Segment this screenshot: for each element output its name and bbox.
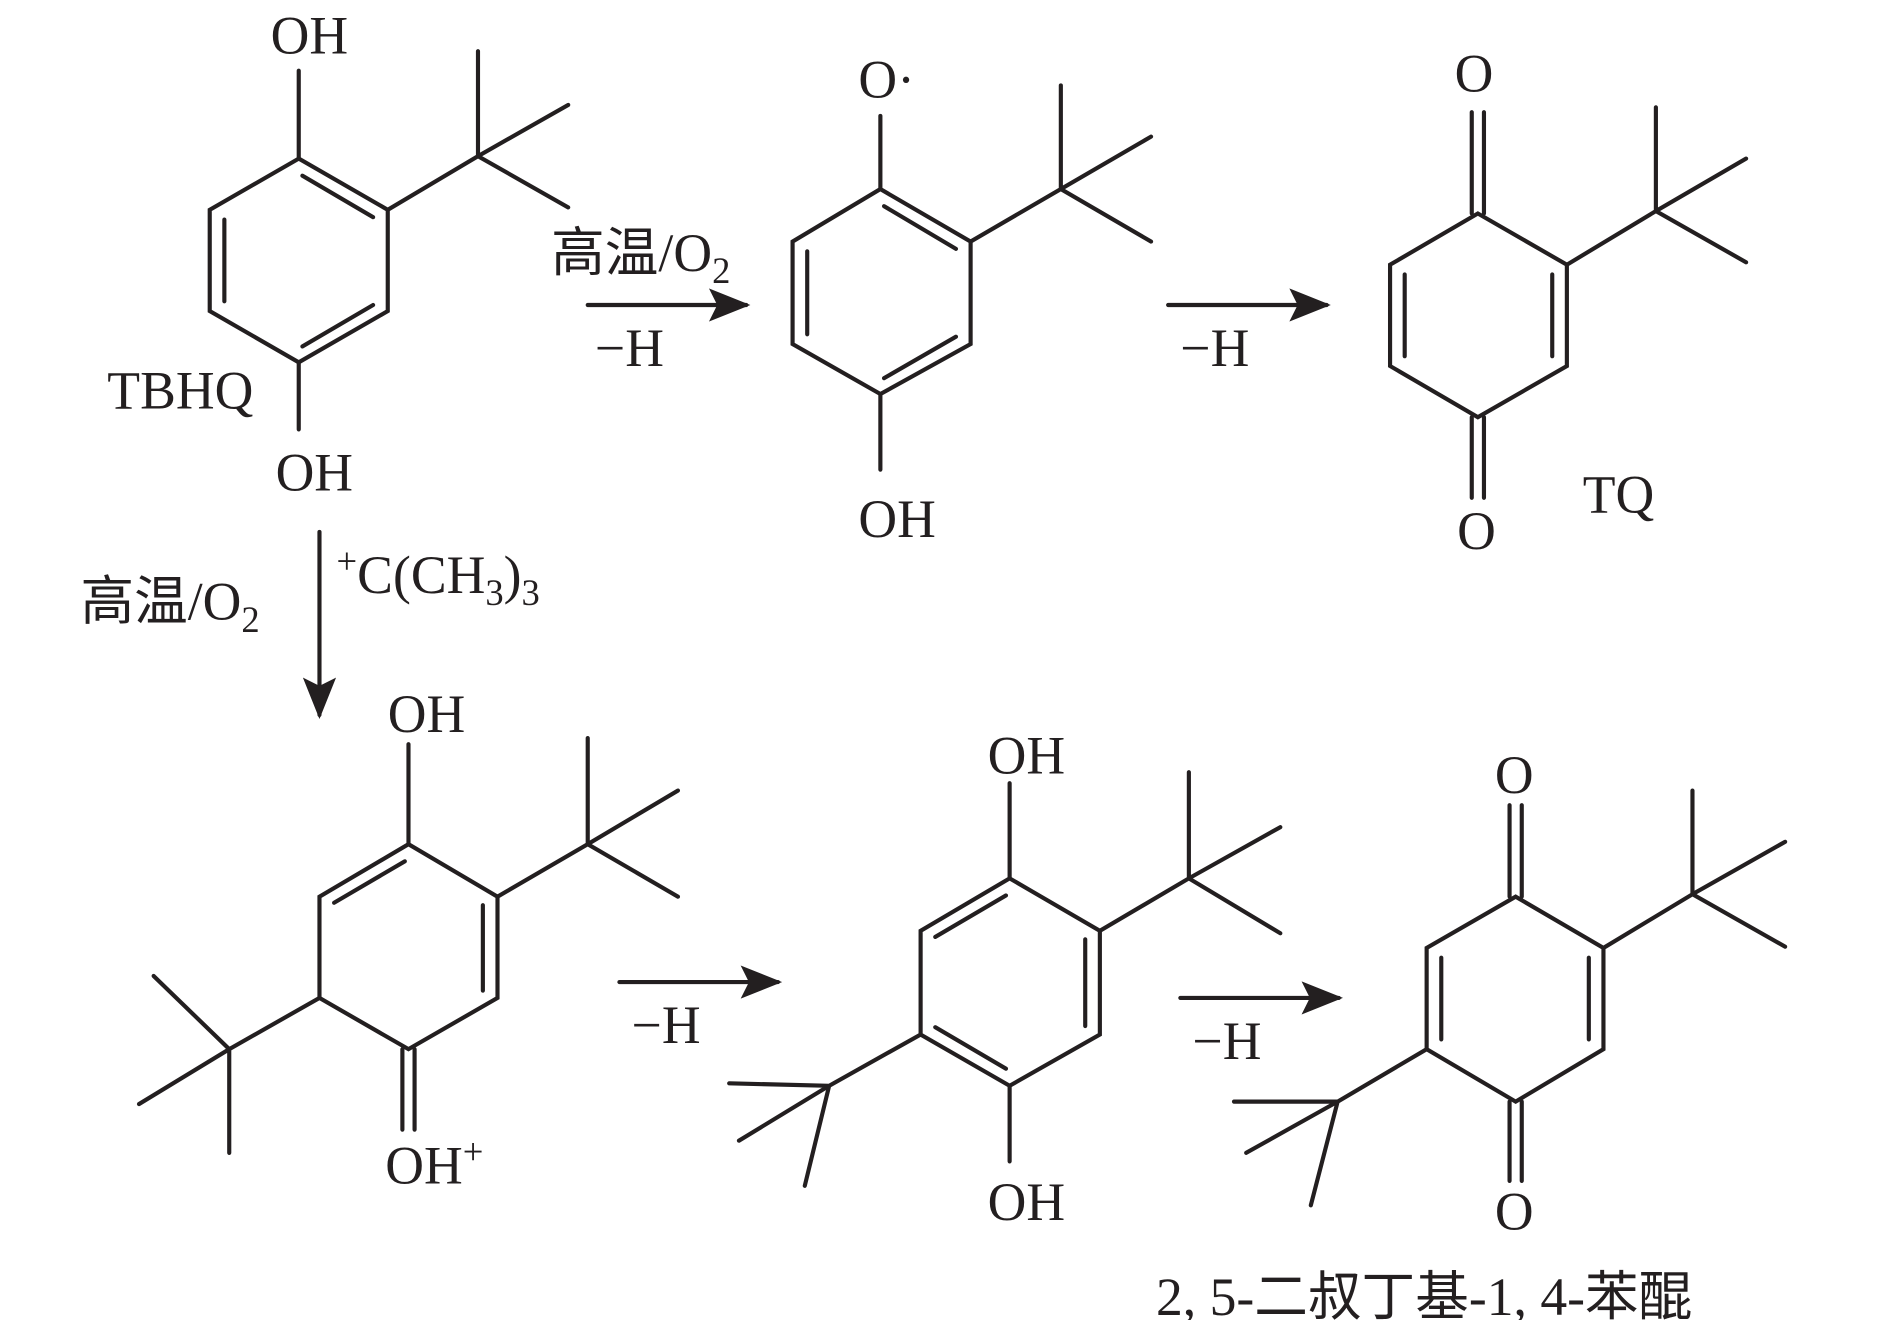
dtbbq-o-top: O bbox=[1495, 745, 1534, 805]
arrow-4-condition: −H bbox=[1193, 1011, 1262, 1071]
arrow-3-condition: −H bbox=[632, 995, 701, 1055]
svg-text:高温/O2: 高温/O2 bbox=[551, 223, 730, 291]
arrow-2: −H bbox=[1166, 288, 1331, 378]
tq-o-top: O bbox=[1455, 43, 1494, 103]
tbhq-oh-bottom: OH bbox=[276, 442, 353, 502]
tbhq-molecule: OH OH TBHQ bbox=[107, 6, 571, 502]
svg-text:OH+: OH+ bbox=[385, 1131, 483, 1196]
cation-intermediate-molecule: OH OH+ bbox=[136, 684, 681, 1196]
arrow-2-condition: −H bbox=[1180, 318, 1249, 378]
phenoxy-radical-molecule: O· OH bbox=[790, 50, 1154, 549]
tq-label: TQ bbox=[1583, 464, 1655, 524]
svg-text:+C(CH3)3: +C(CH3)3 bbox=[337, 540, 540, 613]
dtbhq-molecule: OH OH bbox=[727, 725, 1283, 1232]
radical-o: O· bbox=[858, 50, 915, 110]
dtbbq-o-bottom: O bbox=[1495, 1182, 1534, 1242]
arrow-4: −H bbox=[1178, 981, 1343, 1071]
tbhq-oh-top: OH bbox=[271, 6, 348, 66]
dtbbq-molecule: O O 2, 5-二叔丁基-1, 4-苯醌 bbox=[1156, 745, 1788, 1320]
arrow-1: 高温/O2 −H bbox=[551, 223, 751, 378]
dtbhq-oh-top: OH bbox=[988, 725, 1065, 785]
tq-molecule: O O TQ bbox=[1387, 43, 1749, 561]
cation-oh-top: OH bbox=[388, 684, 465, 744]
radical-oh: OH bbox=[858, 489, 935, 549]
arrow-3: −H bbox=[617, 965, 783, 1055]
tq-o-bottom: O bbox=[1457, 501, 1496, 561]
arrow-1-condition: −H bbox=[595, 318, 664, 378]
dtbbq-label: 2, 5-二叔丁基-1, 4-苯醌 bbox=[1156, 1267, 1692, 1320]
svg-text:高温/O2: 高温/O2 bbox=[80, 572, 259, 640]
dtbhq-oh-bottom: OH bbox=[988, 1172, 1065, 1232]
tbhq-label: TBHQ bbox=[107, 361, 253, 421]
arrow-down: 高温/O2 +C(CH3)3 bbox=[80, 529, 540, 720]
